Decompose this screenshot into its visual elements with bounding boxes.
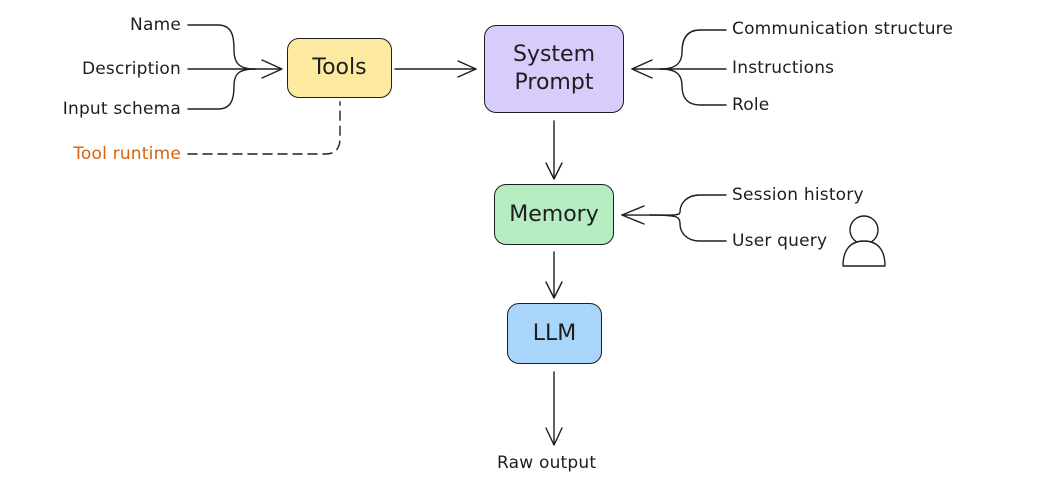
label-role: Role xyxy=(732,95,770,115)
label-raw-output: Raw output xyxy=(497,453,597,473)
node-memory: Memory xyxy=(494,184,614,245)
tools-arrowhead xyxy=(261,59,283,79)
label-instructions: Instructions xyxy=(732,58,835,78)
label-communication-structure: Communication structure xyxy=(732,19,954,39)
label-input-schema: Input schema xyxy=(62,99,181,119)
label-description: Description xyxy=(81,59,181,79)
label-name: Name xyxy=(130,15,181,35)
name-connector xyxy=(187,24,256,70)
role-connector xyxy=(659,68,727,106)
label-session-history: Session history xyxy=(732,185,864,205)
node-tools: Tools xyxy=(287,38,392,98)
user-icon xyxy=(842,215,886,267)
node-llm: LLM xyxy=(507,303,602,364)
node-system-prompt: System Prompt xyxy=(484,25,624,113)
node-system-prompt-label: System Prompt xyxy=(512,42,596,95)
label-tool-runtime: Tool runtime xyxy=(73,144,181,164)
communication-structure-connector xyxy=(659,29,727,70)
node-llm-label: LLM xyxy=(532,320,577,346)
tool-runtime-connector xyxy=(187,101,341,155)
session-history-connector xyxy=(621,194,727,216)
node-tools-label: Tools xyxy=(312,55,367,80)
node-memory-label: Memory xyxy=(509,201,599,227)
input-schema-connector xyxy=(187,68,256,110)
user-query-connector xyxy=(649,214,727,242)
label-user-query: User query xyxy=(732,231,828,251)
